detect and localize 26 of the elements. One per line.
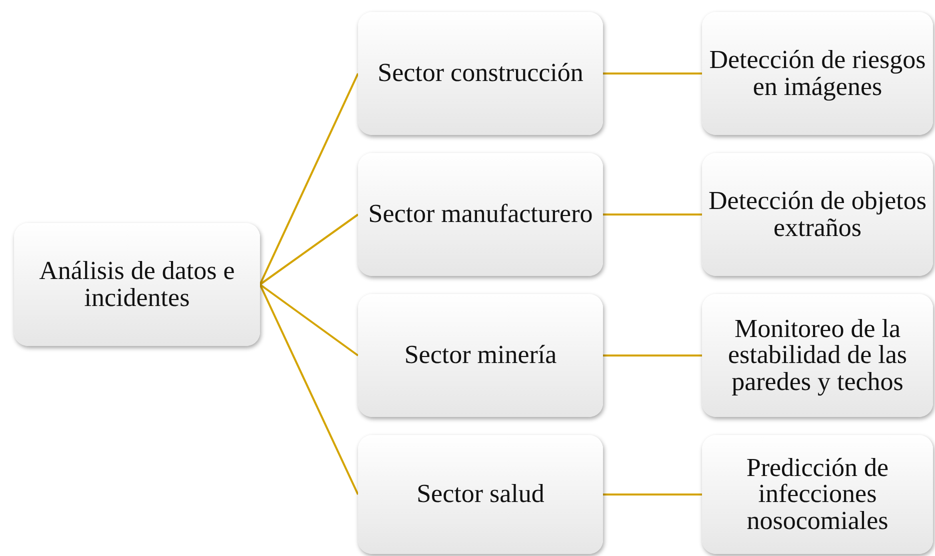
rounded-box	[702, 12, 933, 135]
box-text: Sector minería	[404, 342, 557, 369]
connector-line	[259, 284, 359, 356]
connector-line	[603, 494, 702, 496]
rounded-box	[358, 294, 603, 417]
rounded-box	[358, 153, 603, 276]
box-text: Monitoreo de la estabilidad de las paredes y techos	[726, 316, 908, 396]
box-text: Sector manufacturero	[368, 201, 593, 228]
rounded-box	[702, 153, 933, 276]
box-text: Predicción de infecciones nosocomiales	[745, 454, 890, 534]
connector-line	[259, 73, 359, 285]
connector-line	[259, 214, 359, 286]
rounded-box	[702, 294, 933, 417]
connector-line	[603, 72, 702, 74]
connector-line	[603, 354, 702, 356]
rounded-box	[702, 435, 933, 554]
box-text: Sector salud	[416, 481, 544, 508]
box-text: Sector construcción	[378, 60, 584, 87]
box-text: Detección de objetos extraños	[707, 188, 928, 242]
rounded-box	[14, 223, 260, 346]
rounded-box	[358, 12, 603, 135]
connector-line	[259, 284, 359, 495]
connector-line	[603, 214, 702, 216]
box-text: Análisis de datos e incidentes	[38, 258, 236, 312]
rounded-box	[358, 435, 603, 554]
box-text: Detección de riesgos en imágenes	[708, 46, 927, 100]
